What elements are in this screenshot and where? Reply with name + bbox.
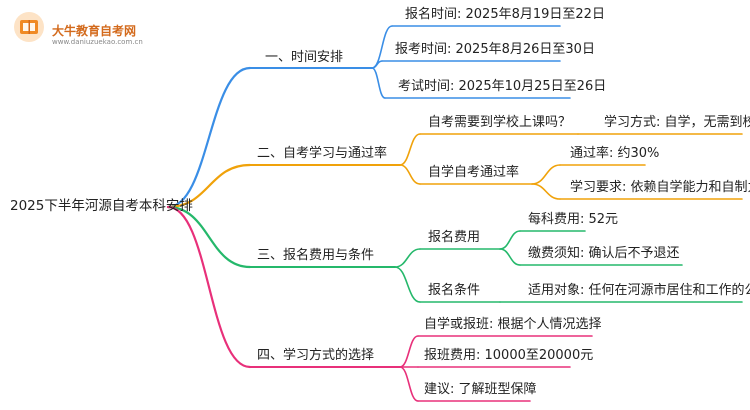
connector-sub-2-1 [399, 133, 421, 166]
sub-registration-fee: 报名费用 [428, 230, 481, 245]
connector-leaf-3-1-1 [499, 230, 521, 250]
leaf-fee-per-subject: 每科费用: 52元 [528, 212, 619, 227]
connector-leaf-4-3 [399, 366, 419, 402]
connector-branch-4 [166, 205, 252, 369]
connector-sub-3-2 [394, 266, 421, 303]
leaf-class-fee: 报班费用: 10000至20000元 [424, 348, 594, 363]
leaf-pass-rate: 通过率: 约30% [570, 146, 660, 161]
branch-study-method-choice: 四、学习方式的选择 [257, 348, 375, 363]
sub-registration-conditions: 报名条件 [428, 283, 481, 298]
leaf-study-requirement: 学习要求: 依赖自学能力和自制力 [570, 180, 750, 195]
connector-branch-1 [166, 66, 252, 209]
leaf-self-or-class: 自学或报班: 根据个人情况选择 [424, 317, 602, 332]
connector-sub-3-1 [394, 248, 421, 268]
brand-logo: 大牛教育自考网 www.daniuzuekao.com.cn [12, 10, 172, 50]
connector-leaf-2-2-1 [531, 164, 561, 185]
leaf-apply-time: 报考时间: 2025年8月26日至30日 [395, 42, 595, 57]
leaf-study-method: 学习方式: 自学，无需到校 [604, 115, 750, 130]
leaf-payment-notice: 缴费须知: 确认后不予退还 [528, 246, 680, 261]
root-topic: 2025下半年河源自考本科安排 [10, 198, 193, 214]
branch-time-schedule: 一、时间安排 [265, 50, 344, 65]
connector-sub-2-2 [399, 164, 421, 185]
leaf-exam-time: 考试时间: 2025年10月25日至26日 [398, 79, 607, 94]
logo-name: 大牛教育自考网 [52, 24, 137, 38]
leaf-registration-time: 报名时间: 2025年8月19日至22日 [405, 7, 605, 22]
leaf-advice: 建议: 了解班型保障 [424, 382, 537, 397]
logo-url: www.daniuzuekao.com.cn [52, 38, 143, 46]
leaf-eligible-applicants: 适用对象: 任何在河源市居住和工作的公民 [528, 283, 750, 298]
connector-leaf-1-3 [371, 67, 386, 99]
connector-leaf-3-1-2 [499, 248, 521, 266]
connector-branch-2 [166, 163, 252, 209]
sub-pass-rate: 自学自考通过率 [428, 165, 520, 180]
branch-fees-conditions: 三、报名费用与条件 [257, 248, 375, 263]
sub-need-attend-school: 自考需要到学校上课吗？ [428, 115, 572, 130]
book-logo-icon [14, 12, 44, 42]
connector-leaf-4-1 [399, 335, 419, 368]
connector-leaf-2-2-2 [531, 183, 561, 200]
connector-branch-3 [166, 205, 252, 269]
branch-study-pass-rate: 二、自考学习与通过率 [257, 146, 388, 161]
